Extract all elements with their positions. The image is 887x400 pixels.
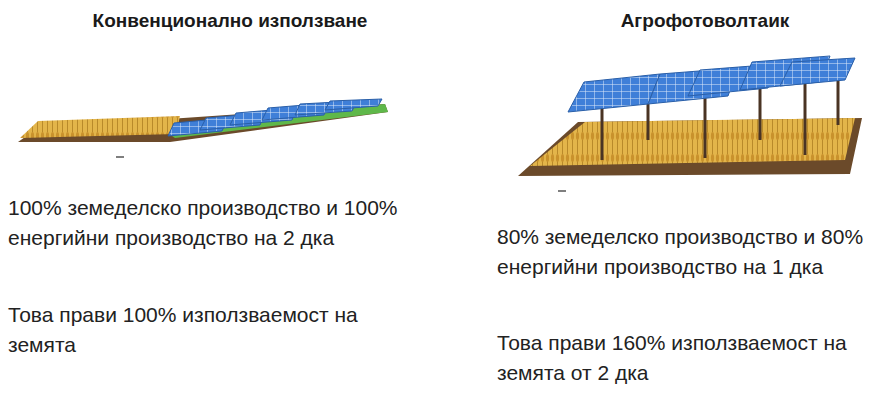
column-heading: Конвенционално използване (30, 10, 430, 33)
result-text: Това прави 100% използваемост на земята (8, 300, 413, 361)
conventional-field (18, 99, 388, 157)
agrivoltaic-field (518, 56, 862, 191)
description-text: 80% земеделско производство и 80% енерги… (497, 222, 882, 283)
column-heading: Агрофотоволтаик (520, 10, 887, 33)
elevated-solar-panels (568, 56, 855, 112)
description-text: 100% земеделско производство и 100% енер… (8, 193, 413, 254)
solar-panel-rows (168, 99, 382, 136)
result-text: Това прави 160% използваемост на земята … (497, 328, 882, 389)
